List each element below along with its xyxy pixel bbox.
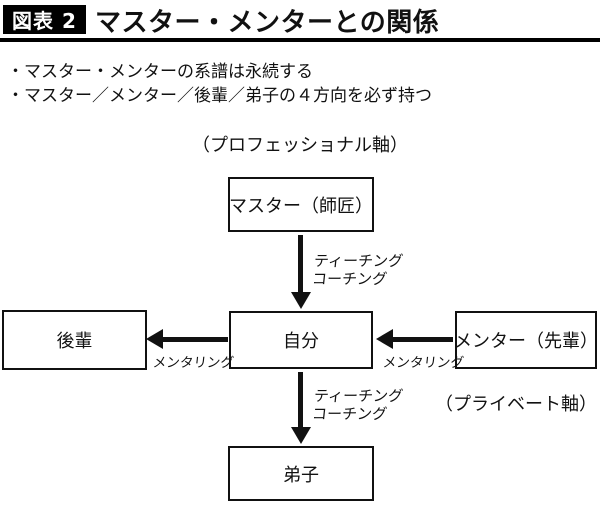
node-disciple: 弟子: [228, 446, 374, 501]
figure-notes: ・マスター・メンターの系譜は永続する ・マスター／メンター／後輩／弟子の４方向を…: [7, 60, 432, 108]
node-self: 自分: [229, 311, 373, 369]
arrowhead-left-icon: [146, 329, 163, 349]
private-axis-label: （プライベート軸）: [435, 394, 597, 415]
arrow-self-to-disciple: [298, 372, 303, 428]
figure-number-badge: 図表 2: [3, 5, 86, 34]
arrow-master-to-self: [298, 235, 303, 293]
edge-label-teaching-bottom: ティーチング コーチング: [311, 387, 404, 423]
edge-label-mentoring-right: メンタリング: [381, 355, 465, 371]
node-master: マスター（師匠）: [228, 177, 374, 232]
arrowhead-down-icon: [291, 292, 311, 309]
arrowhead-down-icon: [291, 427, 311, 444]
node-mentor: メンター（先輩）: [454, 311, 598, 369]
arrowhead-left-icon: [376, 329, 393, 349]
arrow-self-to-junior: [161, 337, 228, 342]
header-divider: [0, 38, 600, 42]
edge-label-mentoring-left: メンタリング: [151, 355, 235, 371]
note-line-1: ・マスター・メンターの系譜は永続する: [7, 62, 313, 82]
coaching-line-2: コーチング: [311, 270, 389, 288]
note-line-2: ・マスター／メンター／後輩／弟子の４方向を必ず持つ: [7, 86, 432, 106]
teaching-line-1: ティーチング: [313, 252, 405, 270]
edge-label-teaching-top: ティーチング コーチング: [311, 252, 404, 288]
coaching-line-2: コーチング: [311, 405, 389, 423]
figure-title: マスター・メンターとの関係: [95, 8, 440, 38]
teaching-line-1: ティーチング: [313, 387, 405, 405]
arrow-mentor-to-self: [391, 337, 453, 342]
node-junior: 後輩: [2, 310, 147, 370]
professional-axis-label: （プロフェッショナル軸）: [192, 135, 408, 156]
